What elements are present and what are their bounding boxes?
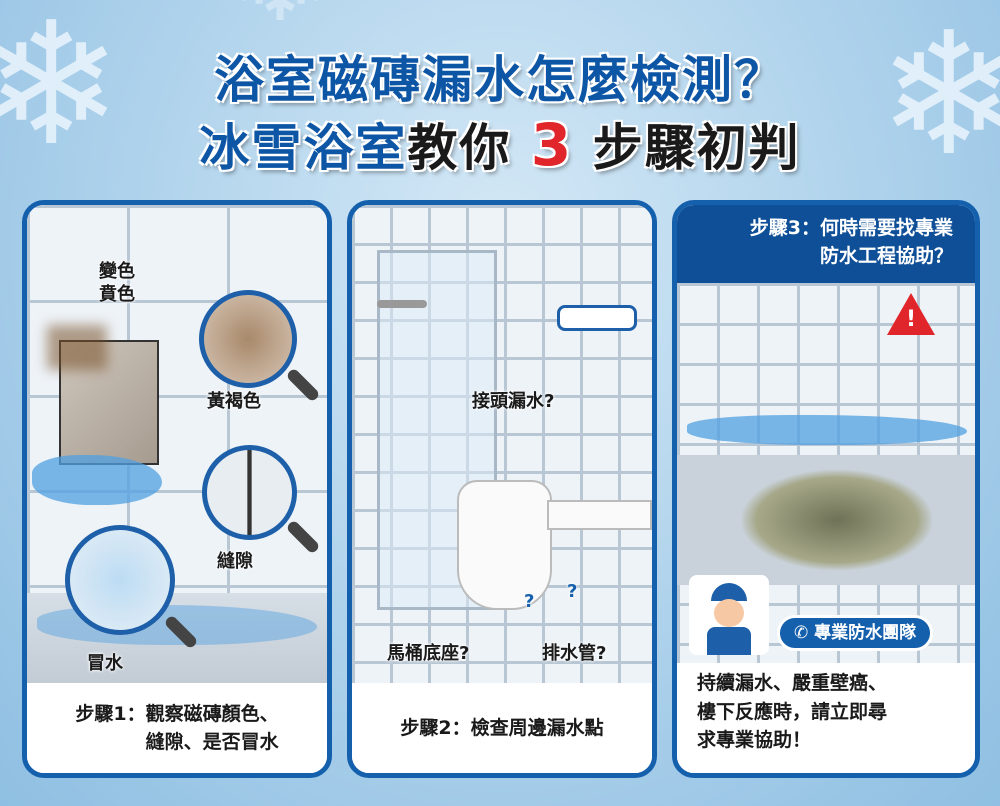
question-mark: ? bbox=[524, 591, 535, 612]
step3-text: 持續漏水、嚴重壁癌、樓下反應時，請立即尋求專業協助！ bbox=[677, 663, 975, 773]
badge-label: 專業防水團隊 bbox=[814, 623, 917, 643]
subtitle-brand: 冰雪浴室 bbox=[199, 119, 408, 177]
label-joint-leak: 接頭漏水? bbox=[472, 391, 555, 412]
mold-stain bbox=[742, 470, 932, 570]
label-toilet-base: 馬桶底座? bbox=[387, 643, 470, 664]
page-title: 浴室磁磚漏水怎麼檢測？ bbox=[214, 51, 786, 109]
step1-caption: 步驟1：觀察磁磚顏色、縫隙、是否冒水 bbox=[27, 683, 327, 773]
step-count: 3 bbox=[530, 111, 574, 179]
snowflake-icon: ❄ bbox=[230, 0, 331, 40]
snowflake-icon: ❄ bbox=[877, 0, 1000, 194]
water-leak bbox=[687, 415, 967, 445]
subtitle-text: 步驟初判 bbox=[592, 119, 801, 177]
step1-panel: 變色賁色 黃褐色 縫隙 冒水 步驟1：觀察磁磚顏色、縫隙、是否冒水 bbox=[22, 200, 332, 778]
question-mark: ? bbox=[567, 581, 578, 602]
snowflake-icon: ❄ bbox=[0, 0, 123, 184]
sink bbox=[547, 500, 652, 530]
stain bbox=[47, 325, 107, 370]
toilet bbox=[457, 480, 552, 610]
professional-team-badge[interactable]: ✆ 專業防水團隊 bbox=[777, 615, 934, 652]
phone-icon: ✆ bbox=[794, 623, 815, 643]
magnifier-stain bbox=[199, 290, 297, 388]
label-drain-pipe: 排水管? bbox=[542, 643, 607, 664]
water-splash bbox=[32, 455, 162, 505]
water-meter-icon bbox=[557, 305, 637, 331]
plumber-icon bbox=[689, 575, 769, 655]
step3-header: 步驟3：何時需要找專業防水工程協助？ bbox=[677, 205, 975, 283]
magnifier-crack bbox=[202, 445, 297, 540]
label-water-out: 冒水 bbox=[87, 653, 123, 674]
shower-head bbox=[377, 300, 427, 308]
step2-panel: 接頭漏水? ? ? 馬桶底座? 排水管? 步驟2：檢查周邊漏水點 bbox=[347, 200, 657, 778]
subtitle-text: 教你 bbox=[407, 119, 512, 177]
magnifier-water bbox=[65, 525, 175, 635]
step3-panel: 步驟3：何時需要找專業防水工程協助？ ! 持續漏水、嚴重壁癌、樓下反應時，請立即… bbox=[672, 200, 980, 778]
label-discolor: 變色賁色 bbox=[99, 261, 135, 306]
label-gap: 縫隙 bbox=[217, 551, 253, 572]
page-subtitle: 冰雪浴室教你 3 步驟初判 bbox=[0, 108, 1000, 180]
label-yellow-brown: 黃褐色 bbox=[207, 391, 261, 412]
step2-caption: 步驟2：檢查周邊漏水點 bbox=[352, 683, 652, 773]
